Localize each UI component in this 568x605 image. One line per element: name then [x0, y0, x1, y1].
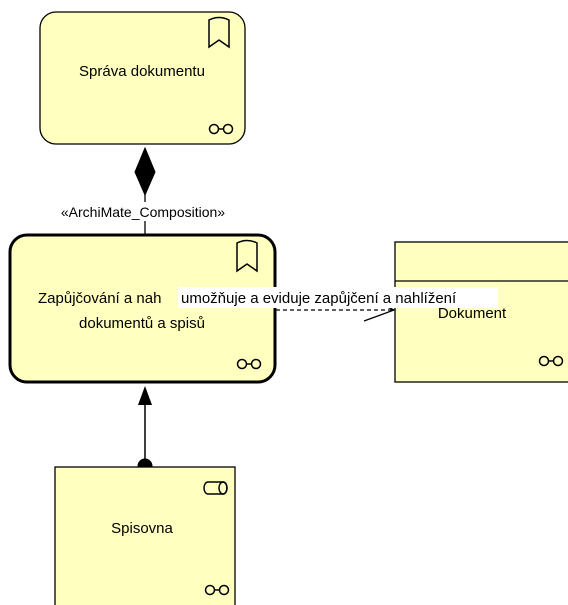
link-icon: [236, 358, 262, 370]
composition-stereotype-label: «ArchiMate_Composition»: [61, 204, 225, 220]
element-zapujcovani-label-line1: Zapůjčování a nah: [38, 290, 161, 307]
element-spisovna[interactable]: Spisovna: [54, 466, 236, 605]
element-zapujcovani-box: [8, 233, 277, 384]
access-relation[interactable]: umožňuje a eviduje zapůjčení a nahlížení: [178, 287, 498, 322]
business-function-icon: [236, 239, 258, 273]
access-label-background: [178, 287, 498, 308]
access-relation-label: umožňuje a eviduje zapůjčení a nahlížení: [181, 290, 457, 307]
element-zapujcovani-label-line2: dokumentů a spisů: [79, 315, 205, 332]
element-sprava-label: Správa dokumentu: [79, 63, 205, 80]
element-dokument[interactable]: Dokument: [394, 241, 568, 383]
assignment-arrow-head-icon: [138, 386, 152, 405]
link-icon: [204, 584, 230, 596]
assignment-relation[interactable]: [137, 386, 153, 474]
composition-diamond-icon: [134, 146, 156, 197]
element-sprava-dokumentu[interactable]: Správa dokumentu: [39, 11, 246, 145]
element-dokument-box: [394, 241, 568, 383]
composition-relation[interactable]: «ArchiMate_Composition»: [61, 146, 225, 234]
business-role-icon: [203, 481, 228, 495]
element-zapujcovani[interactable]: Zapůjčování a nah dokumentů a spisů: [8, 233, 277, 384]
link-icon: [538, 355, 564, 367]
element-spisovna-label: Spisovna: [111, 520, 173, 537]
business-function-icon: [208, 16, 230, 49]
element-sprava-box: [39, 11, 246, 145]
element-spisovna-box: [54, 466, 236, 605]
link-icon: [208, 123, 234, 135]
element-dokument-label: Dokument: [438, 305, 507, 322]
